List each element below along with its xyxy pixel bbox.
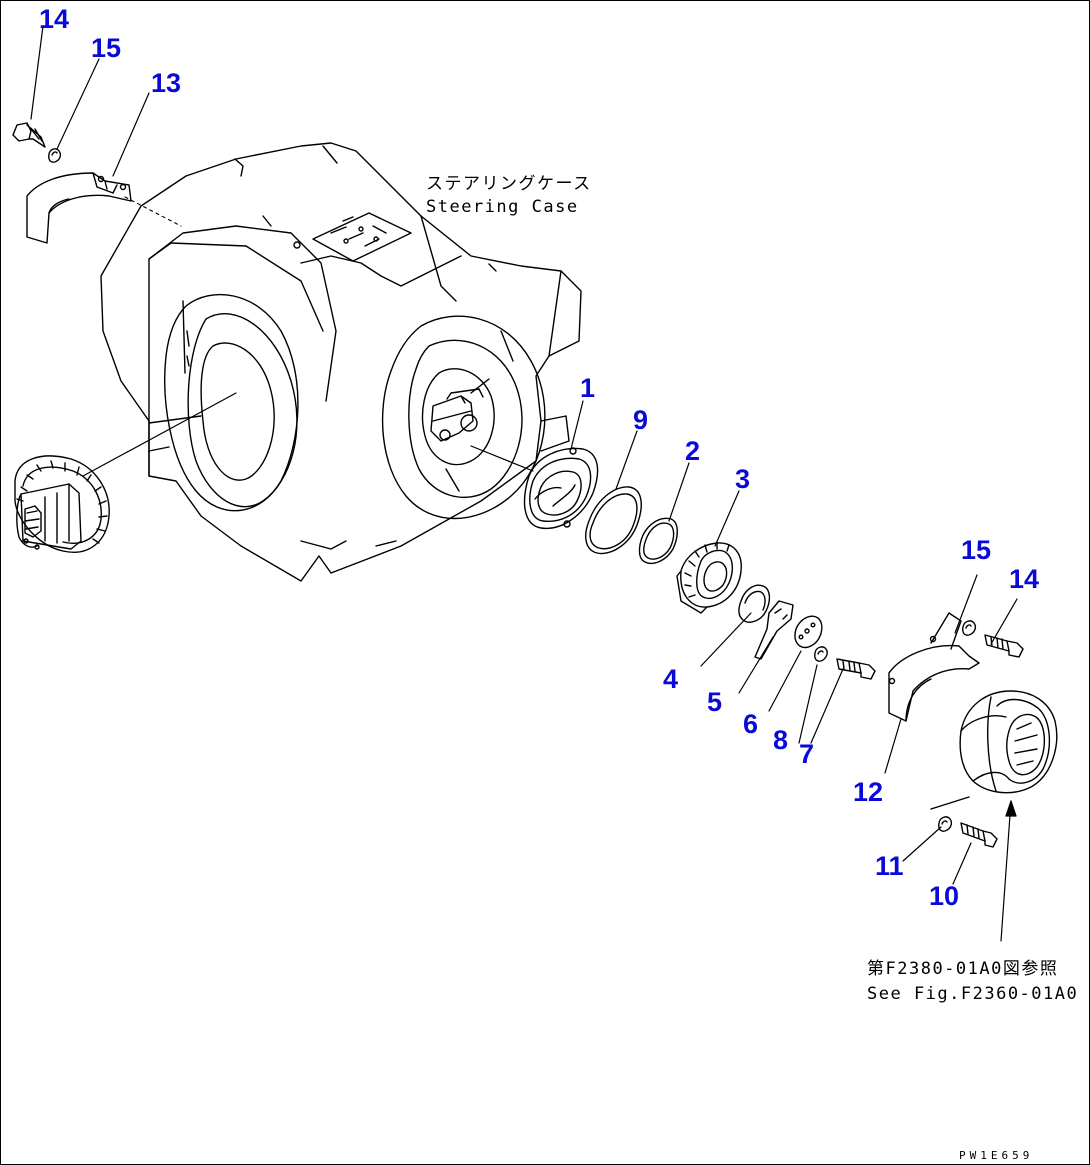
part-9-o-ring bbox=[585, 486, 642, 555]
callout-14-left: 14 bbox=[39, 4, 70, 34]
part-15-washer-right bbox=[962, 620, 977, 636]
part-13-cover bbox=[26, 172, 132, 244]
assembly-dash-lines bbox=[124, 196, 182, 227]
callout-4: 4 bbox=[663, 664, 679, 694]
part-7-bolt bbox=[836, 658, 876, 680]
steering-case-label-en: Steering Case bbox=[426, 197, 579, 217]
left-coupling bbox=[14, 455, 110, 553]
callout-8: 8 bbox=[773, 725, 789, 755]
part-6-retainer bbox=[794, 615, 823, 649]
part-3-gear bbox=[676, 541, 742, 614]
part-11-washer bbox=[938, 816, 953, 832]
callout-7: 7 bbox=[799, 739, 815, 769]
callout-1: 1 bbox=[580, 373, 596, 403]
callout-2: 2 bbox=[685, 436, 701, 466]
part-2-o-ring bbox=[638, 517, 678, 565]
part-15-washer-left bbox=[48, 148, 62, 163]
drawing-code: PW1E659 bbox=[959, 1149, 1034, 1162]
callout-11: 11 bbox=[875, 851, 904, 881]
part-8-washer bbox=[814, 646, 828, 662]
callout-14-right: 14 bbox=[1009, 564, 1040, 594]
part-1-seal-cage bbox=[523, 447, 599, 530]
callout-12: 12 bbox=[853, 777, 884, 807]
part-14-bolt-left bbox=[12, 122, 46, 148]
reference-note-jp: 第F2380-01A0図参照 bbox=[867, 959, 1059, 979]
callout-3: 3 bbox=[735, 464, 751, 494]
part-12-cover bbox=[888, 612, 980, 722]
callout-15-right: 15 bbox=[961, 535, 992, 565]
callout-5: 5 bbox=[707, 687, 723, 717]
part-5-lock-plate bbox=[754, 600, 794, 660]
callout-10: 10 bbox=[929, 881, 960, 911]
bearing-cage-housing bbox=[930, 690, 1058, 810]
callout-15-left: 15 bbox=[91, 33, 122, 63]
steering-case-label-jp: ステアリングケース bbox=[426, 174, 592, 194]
part-4-ring bbox=[738, 584, 771, 623]
callout-13: 13 bbox=[151, 68, 182, 98]
part-10-bolt bbox=[960, 822, 998, 848]
callout-9: 9 bbox=[633, 405, 649, 435]
callout-6: 6 bbox=[743, 709, 759, 739]
reference-note-en: See Fig.F2360-01A0 bbox=[867, 984, 1079, 1004]
leader-lines bbox=[30, 25, 1018, 942]
part-14-bolt-right bbox=[984, 634, 1024, 658]
